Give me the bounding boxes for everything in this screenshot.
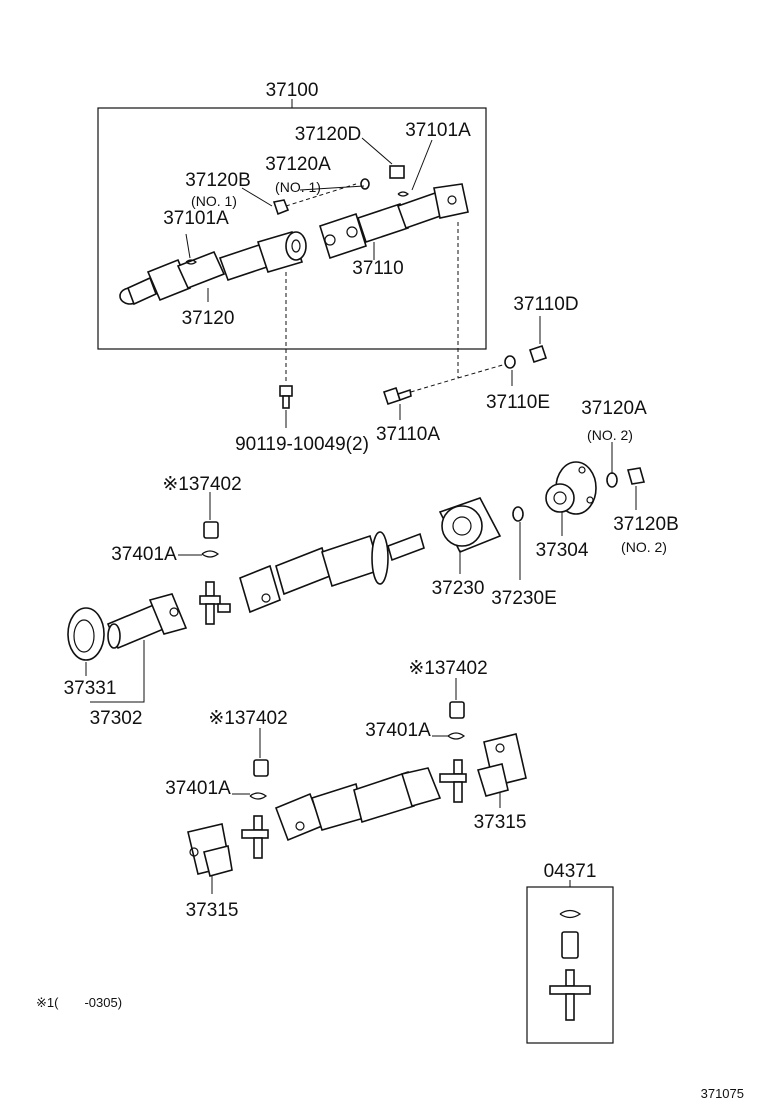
washer-37120A-no2 [606, 472, 618, 488]
label-37302: 37302 [90, 708, 143, 729]
label-37101A-left: 37101A [163, 208, 229, 229]
label-37120D: 37120D [295, 124, 362, 145]
front-shaft-37120 [119, 231, 307, 306]
kit-04371: 04371 [526, 861, 614, 1044]
intermediate-shaft [239, 531, 425, 614]
label-37401A-c: 37401A [165, 778, 231, 799]
snap-ring-37401A-c [249, 792, 268, 800]
bolt-90119-10049 [279, 385, 293, 409]
label-37120B-no2: 37120B [613, 514, 679, 535]
washer-37110E [504, 355, 516, 369]
label-37120B-no2-sub: (NO. 2) [621, 539, 667, 555]
slip-yoke-37302 [106, 593, 188, 650]
bearing-cup-37402-a [203, 521, 219, 539]
label-37401A-b: 37401A [365, 720, 431, 741]
label-04371: 04371 [544, 861, 597, 882]
washer-37230E [512, 506, 524, 522]
label-37304: 37304 [536, 540, 589, 561]
nut-37120B-no1 [272, 199, 290, 216]
label-37120A-no2-sub: (NO. 2) [587, 427, 633, 443]
label-37120A-no2: 37120A [581, 398, 647, 419]
flange-yoke-37315-left [187, 823, 233, 877]
label-37120B-no1-sub: (NO. 1) [191, 193, 237, 209]
label-37402-a: ※137402 [162, 474, 241, 495]
flange-37304 [545, 461, 597, 515]
nut-37110D [528, 344, 548, 364]
clip-37101A-left [185, 259, 197, 265]
kit-bearing-cup [561, 931, 579, 959]
figure-code: 371075 [701, 1086, 744, 1101]
spider-b [439, 759, 467, 803]
kit-spider [549, 969, 591, 1021]
assembly-37100: 37100 [97, 80, 487, 350]
fasteners-group: 90119-10049(2) 37110A 37110E 37110D [235, 222, 579, 455]
rear-shaft-37110 [319, 183, 469, 260]
assembly-box-37100 [97, 107, 487, 350]
label-37315-right: 37315 [474, 812, 527, 833]
center-bearing-group: 37120A (NO. 2) 37120B (NO. 2) 37304 3723… [432, 398, 679, 609]
rear-shaft-group: ※137402 37401A 37315 ※137402 37401A 3731… [165, 658, 527, 921]
label-37230: 37230 [432, 578, 485, 599]
spider-a [199, 581, 231, 625]
label-37230E: 37230E [491, 588, 557, 609]
bearing-cup-37402-b [449, 701, 465, 719]
washer-37120A-no1 [360, 178, 370, 190]
label-37110D: 37110D [513, 294, 578, 315]
nut-37120B-no2 [626, 467, 646, 485]
label-37110E: 37110E [486, 392, 550, 413]
label-90119-10049: 90119-10049(2) [235, 434, 369, 455]
label-37110: 37110 [352, 258, 403, 279]
snap-ring-37401A-b [447, 732, 466, 740]
spider-c [241, 815, 269, 859]
clip-37101A-top [397, 191, 409, 197]
label-37402-c: ※137402 [208, 708, 287, 729]
label-37402-b: ※137402 [408, 658, 487, 679]
label-37120B-no1: 37120B [185, 170, 251, 191]
rear-propeller-shaft [274, 767, 442, 842]
label-37401A-a: 37401A [111, 544, 177, 565]
label-37331: 37331 [64, 678, 117, 699]
bolt-37110A [382, 386, 412, 406]
snap-ring-37401A-a [201, 550, 220, 558]
oil-seal-37331 [67, 607, 105, 661]
flange-yoke-37315-right [476, 733, 527, 797]
bolt-37120D [389, 165, 405, 179]
label-37120A-no1-sub: (NO. 1) [275, 179, 321, 195]
footnote: ※1( -0305) [36, 995, 122, 1010]
label-37100: 37100 [266, 80, 319, 101]
middle-shaft-group: ※137402 37401A 37331 37302 [64, 474, 425, 729]
label-37120A-no1: 37120A [265, 154, 331, 175]
label-37315-left: 37315 [186, 900, 239, 921]
label-37120: 37120 [182, 308, 235, 329]
label-37110A: 37110A [376, 424, 440, 445]
kit-snap-ring [559, 909, 582, 919]
center-bearing-37230 [438, 497, 502, 554]
label-37101A-top: 37101A [405, 120, 471, 141]
bearing-cup-37402-c [253, 759, 269, 777]
